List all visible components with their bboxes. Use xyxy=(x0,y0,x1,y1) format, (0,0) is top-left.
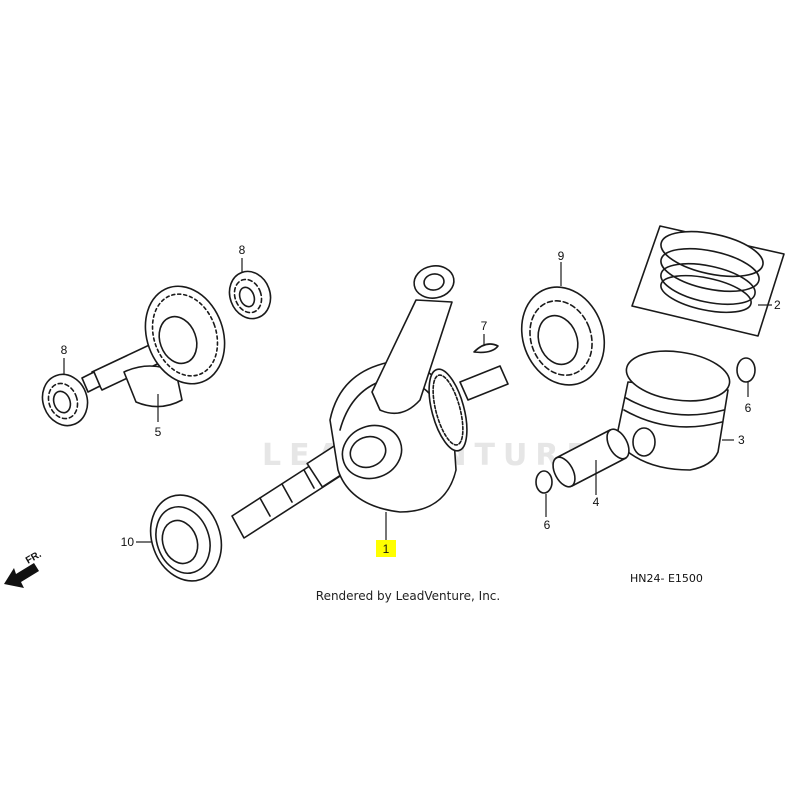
callout-10[interactable]: 10 xyxy=(121,535,135,549)
callout-6-upper[interactable]: 6 xyxy=(745,401,752,415)
pin-clip-lower[interactable] xyxy=(535,470,553,494)
pin-clip-upper[interactable] xyxy=(736,357,756,383)
callout-5[interactable]: 5 xyxy=(155,425,162,439)
woodruff-key[interactable] xyxy=(473,343,499,354)
callout-8-left[interactable]: 8 xyxy=(61,343,68,357)
front-direction-label: FR. xyxy=(24,549,44,567)
render-credit: Rendered by LeadVenture, Inc. xyxy=(316,589,500,603)
callout-1-highlight xyxy=(376,540,396,557)
piston[interactable] xyxy=(615,345,733,471)
callout-2[interactable]: 2 xyxy=(774,298,781,312)
callout-1[interactable]: 1 xyxy=(383,542,390,556)
bearing-top[interactable] xyxy=(223,266,277,325)
piston-pin[interactable] xyxy=(549,426,634,491)
oil-seal[interactable] xyxy=(139,485,233,591)
balancer-shaft[interactable] xyxy=(81,275,238,408)
callout-6-lower[interactable]: 6 xyxy=(544,518,551,532)
bearing-left[interactable] xyxy=(35,368,94,432)
crankshaft[interactable] xyxy=(231,263,509,539)
bearing-right[interactable] xyxy=(508,275,617,396)
callout-9[interactable]: 9 xyxy=(558,249,565,263)
front-arrow-icon: FR. xyxy=(4,549,44,588)
diagram-code: HN24- E1500 xyxy=(630,572,703,585)
piston-ring-set[interactable] xyxy=(631,224,785,337)
callout-7[interactable]: 7 xyxy=(481,319,488,333)
callout-4[interactable]: 4 xyxy=(593,495,600,509)
callout-8-top[interactable]: 8 xyxy=(239,243,246,257)
callout-3[interactable]: 3 xyxy=(738,433,745,447)
leader-lines xyxy=(63,258,772,543)
